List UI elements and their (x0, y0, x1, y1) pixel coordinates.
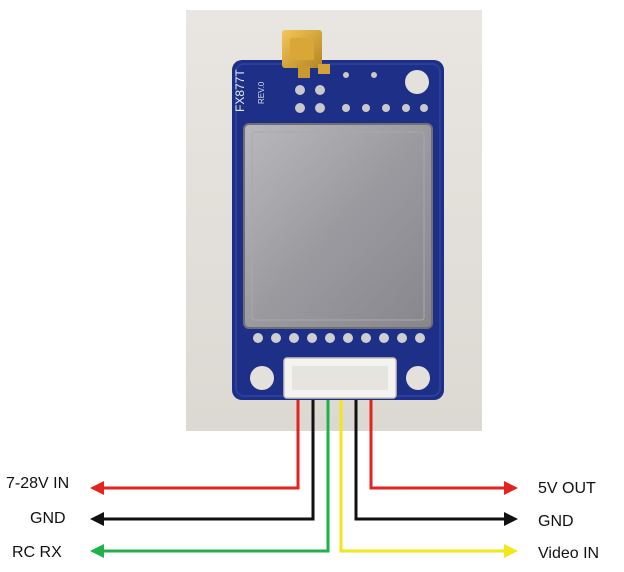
bottom-solder-pads (253, 333, 425, 343)
wire-gnd-left (90, 400, 315, 526)
wire-video-in (339, 400, 518, 558)
wire-power-in-arrowhead (90, 481, 104, 495)
wire-gnd-right-arrowhead (504, 512, 518, 526)
wire-gnd-left-line (100, 400, 315, 521)
mounting-hole-bottom-left (250, 366, 274, 390)
top-solder-pads (295, 72, 428, 113)
board-model-text: FX877T (233, 69, 247, 112)
wire-power-in (90, 400, 300, 495)
wire-gnd-right (354, 400, 518, 526)
wire-power-in-line (100, 400, 300, 490)
wire-rc-rx (90, 400, 330, 558)
wire-rc-rx-line (100, 400, 330, 553)
rf-shield (243, 123, 433, 329)
mounting-hole-top-right (405, 70, 429, 94)
video-transmitter-board: FX877T REV.0 (232, 30, 444, 400)
label-video-in: Video IN (538, 545, 600, 562)
wire-5v-out (369, 400, 518, 495)
wire-video-in-line (339, 400, 508, 553)
antenna-connector (282, 30, 330, 78)
label-rc-rx: RC RX (12, 544, 62, 561)
header-connector (283, 357, 397, 399)
mounting-hole-bottom-right (406, 366, 430, 390)
label-gnd-right: GND (538, 513, 574, 530)
label-5v-out: 5V OUT (538, 480, 596, 497)
wires (90, 400, 518, 558)
label-gnd-left: GND (30, 510, 66, 527)
label-power-in: 7-28V IN (6, 475, 70, 492)
wire-video-in-arrowhead (504, 544, 518, 558)
wire-rc-rx-arrowhead (90, 544, 104, 558)
wire-gnd-left-arrowhead (90, 512, 104, 526)
wire-5v-out-line (369, 400, 508, 490)
wire-gnd-right-line (354, 400, 508, 521)
wire-5v-out-arrowhead (504, 481, 518, 495)
board-revision-text: REV.0 (257, 81, 266, 104)
